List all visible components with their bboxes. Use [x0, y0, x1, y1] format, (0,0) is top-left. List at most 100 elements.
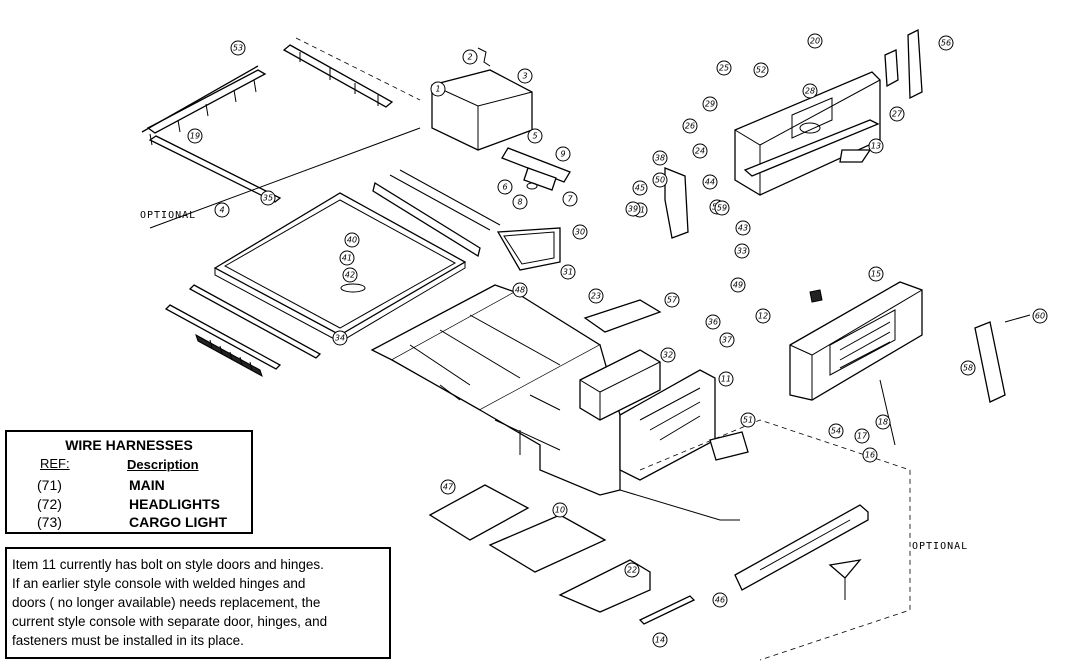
callout-31: 31	[560, 264, 576, 280]
callout-22: 22	[624, 562, 640, 578]
svg-text:53: 53	[233, 44, 243, 53]
svg-text:17: 17	[857, 432, 868, 441]
harness-ref: (73)	[37, 514, 62, 530]
optional-label-rack: OPTIONAL	[140, 210, 197, 221]
svg-text:7: 7	[567, 195, 573, 204]
note-line: If an earlier style console with welded …	[12, 576, 306, 591]
callout-56: 56	[938, 35, 954, 51]
svg-text:26: 26	[685, 122, 695, 131]
cargo-bed	[164, 169, 501, 378]
callout-16: 16	[862, 447, 878, 463]
harness-ref: (72)	[37, 496, 62, 512]
callout-42: 42	[342, 267, 358, 283]
callout-44: 44	[702, 174, 718, 190]
callout-45: 45	[632, 180, 648, 196]
svg-text:27: 27	[892, 110, 903, 119]
harness-description: CARGO LIGHT	[129, 514, 227, 530]
callout-13: 13	[868, 138, 884, 154]
callout-41: 41	[339, 250, 355, 266]
svg-text:20: 20	[810, 37, 820, 46]
svg-text:47: 47	[443, 483, 454, 492]
console-note: Item 11 currently has bolt on style door…	[5, 547, 391, 659]
callout-34: 34	[332, 330, 348, 346]
harness-description: MAIN	[129, 477, 165, 493]
svg-text:13: 13	[871, 142, 881, 151]
callout-3: 3	[517, 68, 533, 84]
callout-6: 6	[497, 179, 513, 195]
svg-text:9: 9	[560, 150, 565, 159]
optional-label-bumper: OPTIONAL	[912, 541, 969, 552]
harness-row: (71) MAIN	[7, 477, 251, 495]
callout-52: 52	[753, 62, 769, 78]
callout-33: 33	[734, 243, 750, 259]
callout-group: 1 2 3 4 5 6 7 8 9 10 11 12 13 14 15 16 1…	[187, 33, 1048, 648]
svg-text:41: 41	[342, 254, 352, 263]
svg-text:51: 51	[743, 416, 753, 425]
callout-32: 32	[660, 347, 676, 363]
svg-text:33: 33	[737, 247, 747, 256]
svg-text:2: 2	[467, 53, 472, 62]
callout-25: 25	[716, 60, 732, 76]
svg-text:43: 43	[738, 224, 748, 233]
svg-text:50: 50	[655, 176, 665, 185]
svg-text:36: 36	[708, 318, 718, 327]
svg-text:48: 48	[515, 286, 525, 295]
svg-text:60: 60	[1035, 312, 1045, 321]
callout-48: 48	[512, 282, 528, 298]
callout-49: 49	[730, 277, 746, 293]
callout-20: 20	[807, 33, 823, 49]
note-line: doors ( no longer available) needs repla…	[12, 595, 321, 610]
svg-text:54: 54	[831, 427, 841, 436]
callout-18: 18	[875, 414, 891, 430]
wire-harness-table: WIRE HARNESSES REF: Description (71) MAI…	[5, 430, 253, 534]
svg-text:6: 6	[502, 183, 507, 192]
svg-text:5: 5	[532, 132, 537, 141]
callout-7: 7	[562, 191, 578, 207]
upper-rack-assembly	[141, 37, 421, 229]
svg-text:3: 3	[522, 72, 527, 81]
svg-text:40: 40	[347, 236, 357, 245]
callout-26: 26	[682, 118, 698, 134]
note-line: Item 11 currently has bolt on style door…	[12, 557, 324, 572]
svg-text:4: 4	[219, 206, 224, 215]
svg-text:18: 18	[878, 418, 888, 427]
callout-60: 60	[1032, 308, 1048, 324]
svg-text:16: 16	[865, 451, 875, 460]
callout-47: 47	[440, 479, 456, 495]
callout-28: 28	[802, 83, 818, 99]
svg-text:44: 44	[705, 178, 715, 187]
svg-text:15: 15	[871, 270, 881, 279]
svg-text:32: 32	[663, 351, 673, 360]
callout-53: 53	[230, 40, 246, 56]
svg-text:52: 52	[756, 66, 766, 75]
svg-text:11: 11	[721, 375, 731, 384]
svg-text:19: 19	[190, 132, 200, 141]
callout-24: 24	[692, 143, 708, 159]
svg-text:57: 57	[667, 296, 678, 305]
callout-37: 37	[719, 332, 735, 348]
svg-text:56: 56	[941, 39, 951, 48]
svg-text:22: 22	[627, 566, 637, 575]
svg-text:42: 42	[345, 271, 355, 280]
callout-11: 11	[718, 371, 734, 387]
svg-text:8: 8	[517, 198, 522, 207]
wire-harness-title: WIRE HARNESSES	[65, 437, 193, 453]
callout-59: 59	[714, 200, 730, 216]
svg-text:46: 46	[715, 596, 725, 605]
callout-57: 57	[664, 292, 680, 308]
svg-text:24: 24	[695, 147, 705, 156]
callout-54: 54	[828, 423, 844, 439]
svg-text:14: 14	[655, 636, 665, 645]
callout-14: 14	[652, 632, 668, 648]
ref-header: REF:	[40, 456, 70, 471]
svg-text:1: 1	[435, 85, 440, 94]
note-line: current style console with separate door…	[12, 614, 328, 629]
callout-30: 30	[572, 224, 588, 240]
note-line: fasteners must be installed in its place…	[12, 633, 244, 648]
callout-15: 15	[868, 266, 884, 282]
svg-text:35: 35	[263, 194, 273, 203]
optional-bumper	[734, 504, 869, 600]
callout-27: 27	[889, 106, 905, 122]
harness-row: (73) CARGO LIGHT	[7, 514, 251, 532]
callout-19: 19	[187, 128, 203, 144]
